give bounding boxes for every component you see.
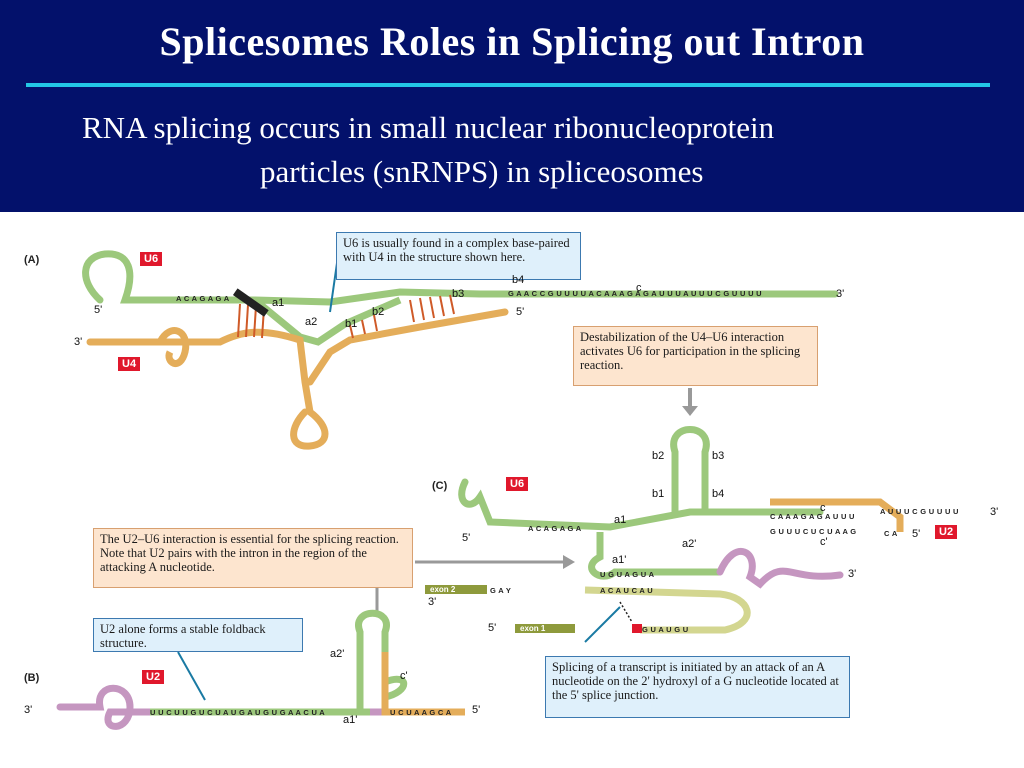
exon1-bar [515,624,575,633]
u6-tag-a: U6 [140,252,163,266]
u6-dark-segment-a [232,288,269,317]
label-c-b2: b2 [652,450,665,462]
label-c-c: c [820,502,826,514]
label-c-a1: a1 [614,514,627,526]
u6-hairpin-c [670,426,710,512]
panel-label-a: (A) [24,254,40,266]
title-underline [26,83,990,87]
label-b-a1p: a1' [343,714,358,726]
u2-strand-c [770,498,904,532]
u4-loop-a [156,327,190,367]
exon2-label: exon 2 [430,585,456,594]
u6-strand-c [458,478,824,531]
slide-title: Splicesomes Roles in Splicing out Intron [159,19,865,64]
u2-loop-c [716,547,844,589]
end-a-5-u6: 5' [94,304,103,316]
u2-strand-b [56,684,464,730]
seq-c-exon2: G A Y [490,586,512,595]
label-b1: b1 [345,318,358,330]
u6-tag-c: U6 [506,477,529,491]
u2-tag-b: U2 [142,670,165,684]
seq-c-intron: U G U A G U A [600,570,655,579]
end-c-3-u6: 3' [990,506,999,518]
exon1-label: exon 1 [520,624,546,633]
seq-c-u2-pair: C A A A G A G A U U U [770,512,855,521]
label-c-b1: b1 [652,488,665,500]
spliceosome-diagram: (A) (C) (B) U6 U4 U6 U2 U2 U6 is usually… [0,212,1024,768]
subtitle-line-1: RNA splicing occurs in small nuclear rib… [82,110,775,145]
callout-u2-alone: U2 alone forms a stable foldback structu… [93,618,303,652]
u2-orange-b [381,652,465,716]
u6-stem-a [252,296,402,346]
label-c-a2p: a2' [682,538,697,550]
seq-c-u6-left: A C A G A G A [528,524,582,533]
exon2-bar [425,585,487,594]
seq-a-u6-left: A C A G A G A [176,294,230,303]
u6-strand-a [82,250,839,306]
seq-c-u6-right: A U U U C G U U U U [880,507,959,516]
seq-c-u2-bottom: G U U U C U C U A A G [770,527,857,536]
end-a-3-u4: 3' [74,336,83,348]
panel-label-b: (B) [24,672,40,684]
end-c-5-u6: 5' [462,532,471,544]
label-b3: b3 [452,288,465,300]
label-b4: b4 [512,274,525,286]
u6-lower-c [588,532,720,580]
end-c-3-exon2: 3' [428,596,437,608]
callout-destabilization: Destabilization of the U4–U6 interaction… [573,326,818,386]
u2-tag-c: U2 [935,525,958,539]
end-a-3-u6: 3' [836,288,845,300]
slide-subtitle: RNA splicing occurs in small nuclear rib… [60,106,980,194]
label-c: c [636,282,642,294]
end-c-5-exon1: 5' [488,622,497,634]
callout-u6-found: U6 is usually found in a complex base-pa… [336,232,581,280]
seq-c-branch: A C A U C A U [600,586,653,595]
u2-hairpin-b [355,609,408,712]
end-c-3-u2: 3' [848,568,857,580]
seq-b-u2-end: U C U A A G C A [390,708,452,717]
subtitle-line-2: particles (snRNPS) in spliceosomes [260,154,704,189]
basepairs-a [237,294,455,339]
seq-b-u2: U U C U U G U C U A U G A U G U G A A C … [150,708,325,717]
callout-u2-u6: The U2–U6 interaction is essential for t… [93,528,413,588]
label-a1: a1 [272,297,285,309]
seq-a-u6-right: G A A C C G U U U U A C A A A G A G A U … [508,289,762,298]
label-b-cp: c' [400,670,408,682]
label-a2: a2 [305,316,318,328]
end-c-5-u2: 5' [912,528,921,540]
callout-initiated: Splicing of a transcript is initiated by… [545,656,850,718]
label-b2: b2 [372,306,385,318]
splice-g [632,624,642,633]
end-b-5: 5' [472,704,481,716]
label-b-a2p: a2' [330,648,345,660]
u4-tag: U4 [118,357,141,371]
end-a-5-u4: 5' [516,306,525,318]
seq-c-u2-end: C A [884,529,898,538]
panel-label-c: (C) [432,480,448,492]
label-c-b3: b3 [712,450,725,462]
intron-c [584,586,751,634]
slide-header: Splicesomes Roles in Splicing out Intron… [0,0,1024,212]
diagram-drawing [56,241,904,730]
end-b-3: 3' [24,704,33,716]
label-c-b4: b4 [712,488,725,500]
seq-c-splice: G U A U G U [642,625,689,634]
label-c-a1p: a1' [612,554,627,566]
label-c-cp: c' [820,536,828,548]
